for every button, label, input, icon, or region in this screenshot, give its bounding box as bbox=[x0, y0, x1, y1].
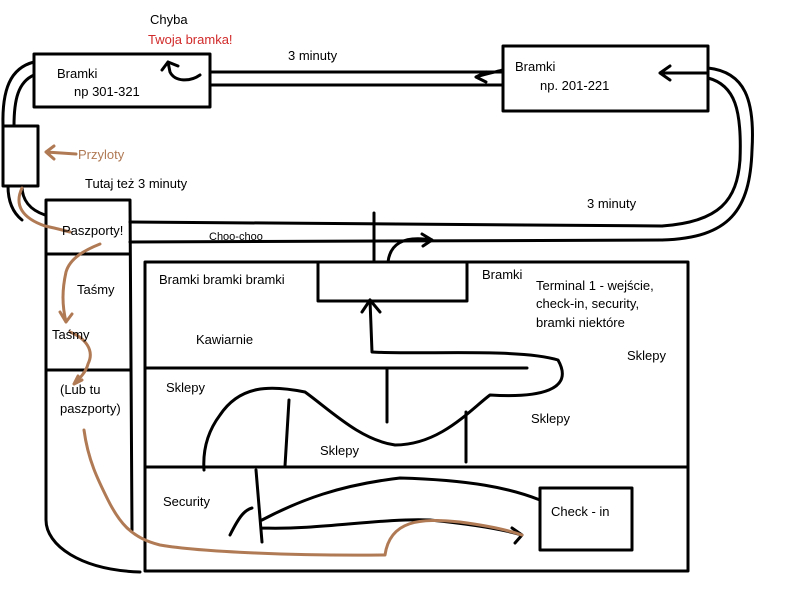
left-column bbox=[44, 198, 142, 574]
label-terminal-2: check-in, security, bbox=[536, 296, 640, 311]
inner-vline-3 bbox=[283, 398, 291, 468]
arrow-201-right bbox=[658, 64, 710, 82]
label-terminal-1: Terminal 1 - wejście, bbox=[536, 278, 654, 293]
gates-201-title: Bramki bbox=[515, 59, 556, 74]
train-line-top bbox=[128, 220, 664, 228]
label-terminal-3: bramki niektóre bbox=[536, 315, 625, 330]
label-shops-right: Sklepy bbox=[627, 348, 667, 363]
right-loop-outer bbox=[660, 66, 754, 242]
label-shops-left: Sklepy bbox=[166, 380, 206, 395]
snake-path bbox=[202, 298, 564, 472]
brown-long-path bbox=[82, 428, 524, 557]
label-or-here-1: (Lub tu bbox=[60, 382, 101, 397]
security-path bbox=[228, 468, 542, 545]
train-line-bottom bbox=[128, 238, 664, 244]
label-belts-2: Taśmy bbox=[52, 327, 90, 342]
label-choo-choo: Choo-choo bbox=[209, 231, 263, 243]
arrivals-down-a bbox=[6, 184, 24, 222]
right-loop-inner bbox=[660, 76, 742, 228]
gates-301-range: np 301-321 bbox=[74, 84, 140, 99]
label-checkin: Check - in bbox=[551, 504, 610, 519]
label-shops-mid-right: Sklepy bbox=[531, 411, 571, 426]
gates-301-box bbox=[32, 52, 212, 109]
label-gates-gates-gates: Bramki bramki bramki bbox=[159, 272, 285, 287]
label-arrivals: Przyloty bbox=[78, 147, 125, 162]
gates-201-range: np. 201-221 bbox=[540, 78, 610, 93]
label-or-here-2: paszporty) bbox=[60, 401, 121, 416]
arrivals-arrow bbox=[44, 144, 78, 161]
gates-301-title: Bramki bbox=[57, 66, 98, 81]
arrivals-down-b bbox=[20, 184, 47, 217]
label-belts-1: Taśmy bbox=[77, 282, 115, 297]
gates-block-arrow bbox=[386, 232, 434, 264]
arrow-301 bbox=[160, 60, 202, 82]
label-passports: Paszporty! bbox=[62, 223, 124, 238]
brown-path bbox=[58, 242, 102, 386]
label-three-minutes-right: 3 minuty bbox=[587, 196, 637, 211]
arrow-201 bbox=[474, 68, 505, 84]
left-loop-inner bbox=[12, 73, 36, 128]
note-twoja-bramka: Twoja bramka! bbox=[148, 32, 233, 47]
checkin-box bbox=[538, 486, 634, 552]
brown-loop-entry bbox=[17, 186, 72, 234]
arrivals-box bbox=[1, 124, 40, 188]
label-gates-small: Bramki bbox=[482, 267, 523, 282]
gates-block bbox=[316, 260, 469, 303]
snake-arrow-up bbox=[360, 298, 382, 314]
label-security: Security bbox=[163, 494, 210, 509]
label-three-minutes-top: 3 minuty bbox=[288, 48, 338, 63]
left-loop-outer bbox=[1, 60, 36, 128]
note-chyba: Chyba bbox=[150, 12, 188, 27]
label-cafes: Kawiarnie bbox=[196, 332, 254, 347]
label-shops-bottom: Sklepy bbox=[320, 443, 360, 458]
label-also-three-minutes: Tutaj też 3 minuty bbox=[85, 176, 188, 191]
